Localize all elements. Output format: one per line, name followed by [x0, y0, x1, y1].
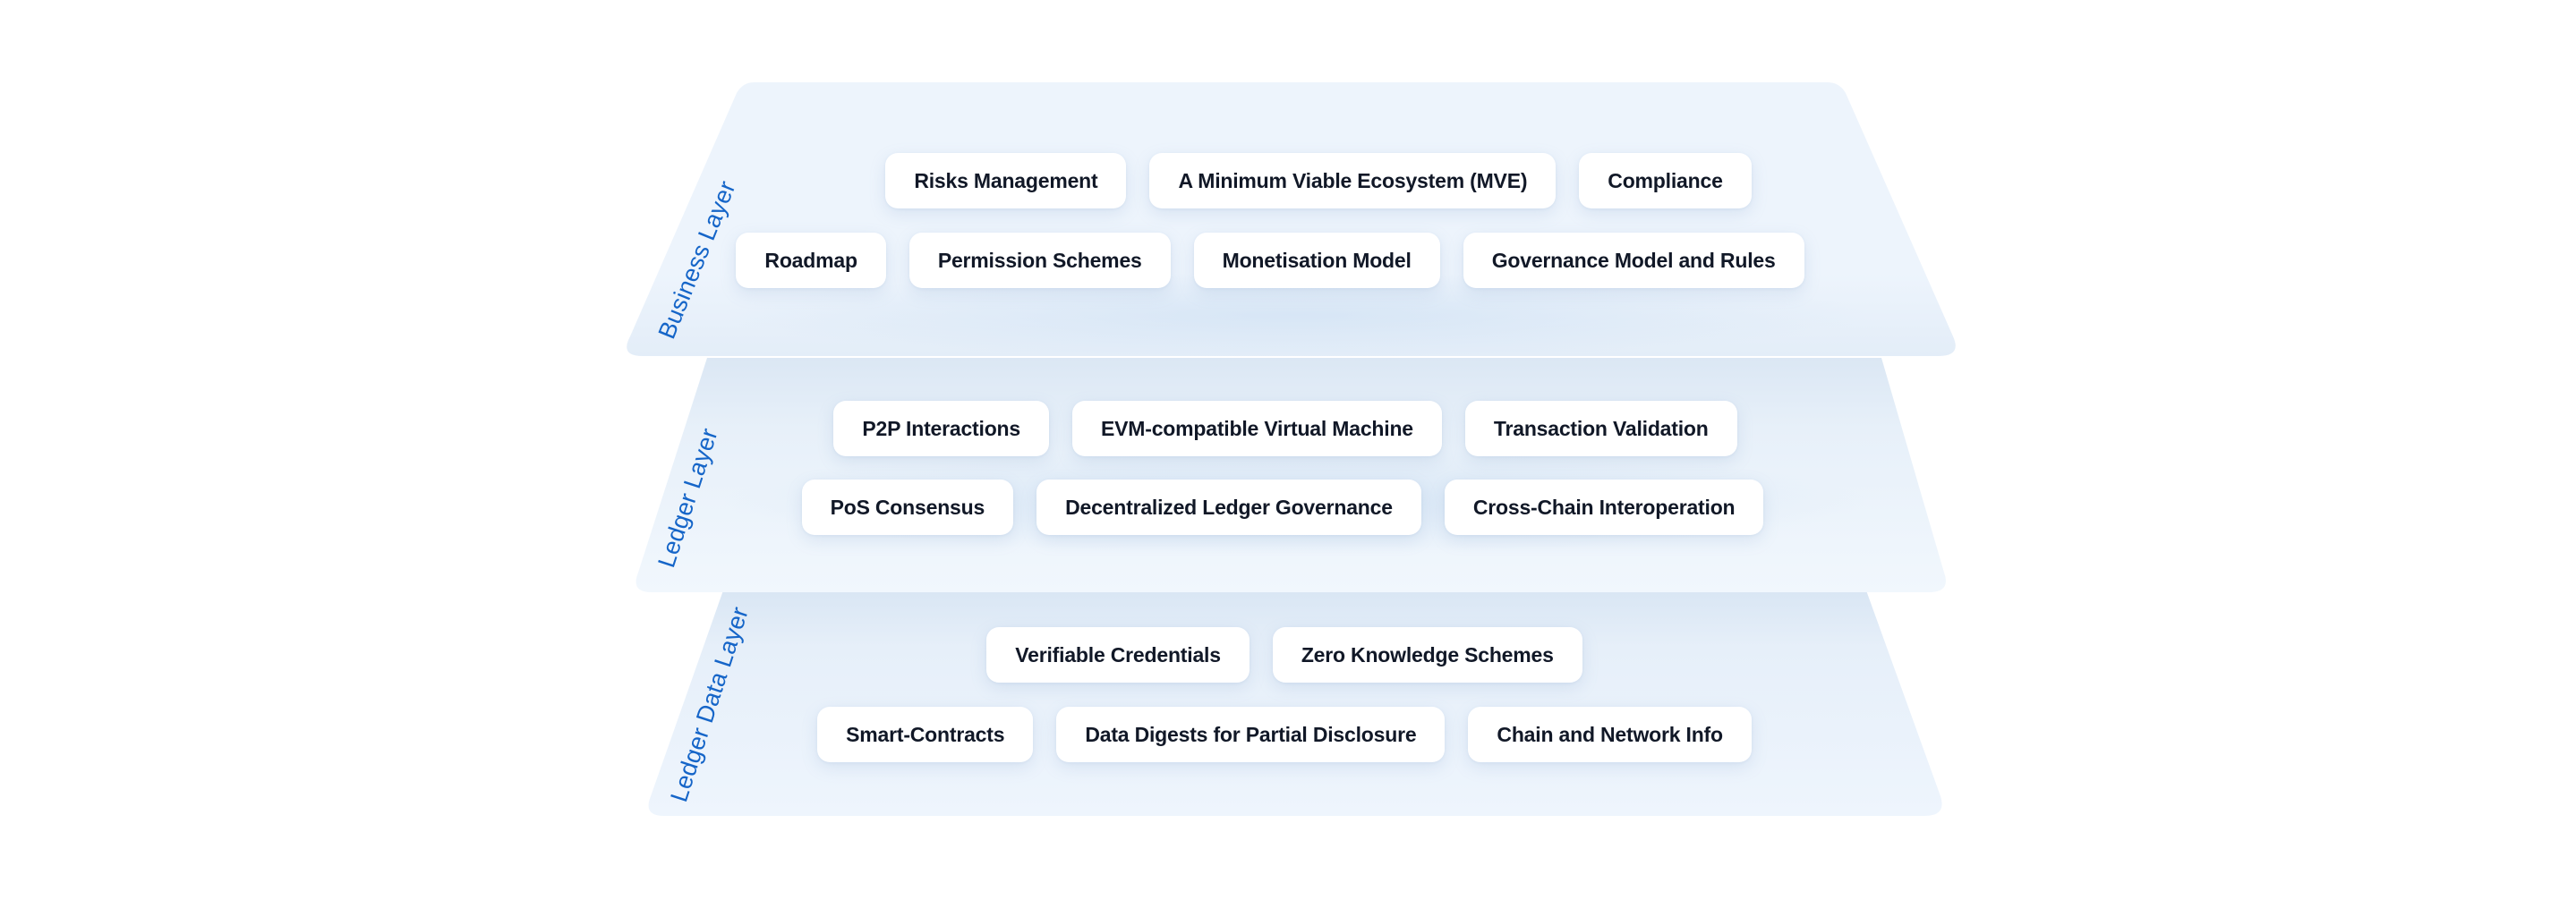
- component-pill: Roadmap: [736, 233, 886, 288]
- component-pill: Zero Knowledge Schemes: [1272, 627, 1582, 683]
- component-pill: Compliance: [1579, 153, 1752, 208]
- component-pill: Decentralized Ledger Governance: [1036, 480, 1421, 535]
- component-pill: Permission Schemes: [908, 233, 1171, 288]
- component-pill: EVM-compatible Virtual Machine: [1072, 401, 1442, 456]
- layer-row: P2P Interactions EVM-compatible Virtual M…: [0, 401, 2573, 456]
- component-pill: Transaction Validation: [1464, 401, 1737, 456]
- layer-row: Roadmap Permission Schemes Monetisation Mo…: [0, 233, 2558, 288]
- component-pill: Chain and Network Info: [1468, 707, 1752, 762]
- component-pill: Governance Model and Rules: [1463, 233, 1804, 288]
- component-pill: Smart-Contracts: [817, 707, 1034, 762]
- component-pill: Data Digests for Partial Disclosure: [1056, 707, 1446, 762]
- layer-row: Verifiable Credentials Zero Knowledge Sch…: [0, 627, 2572, 683]
- component-pill: P2P Interactions: [833, 401, 1050, 456]
- component-pill: PoS Consensus: [801, 480, 1014, 535]
- layer-row: Smart-Contracts Data Digests for Partial …: [0, 707, 2572, 762]
- component-pill: Verifiable Credentials: [986, 627, 1250, 683]
- component-pill: A Minimum Viable Ecosystem (MVE): [1149, 153, 1557, 208]
- component-pill: Monetisation Model: [1193, 233, 1440, 288]
- layer-row: PoS Consensus Decentralized Ledger Govern…: [0, 480, 2571, 535]
- component-pill: Cross-Chain Interoperation: [1444, 480, 1764, 535]
- layer-row: Risks Management A Minimum Viable Ecosyst…: [30, 153, 2576, 208]
- component-pill: Risks Management: [885, 153, 1127, 208]
